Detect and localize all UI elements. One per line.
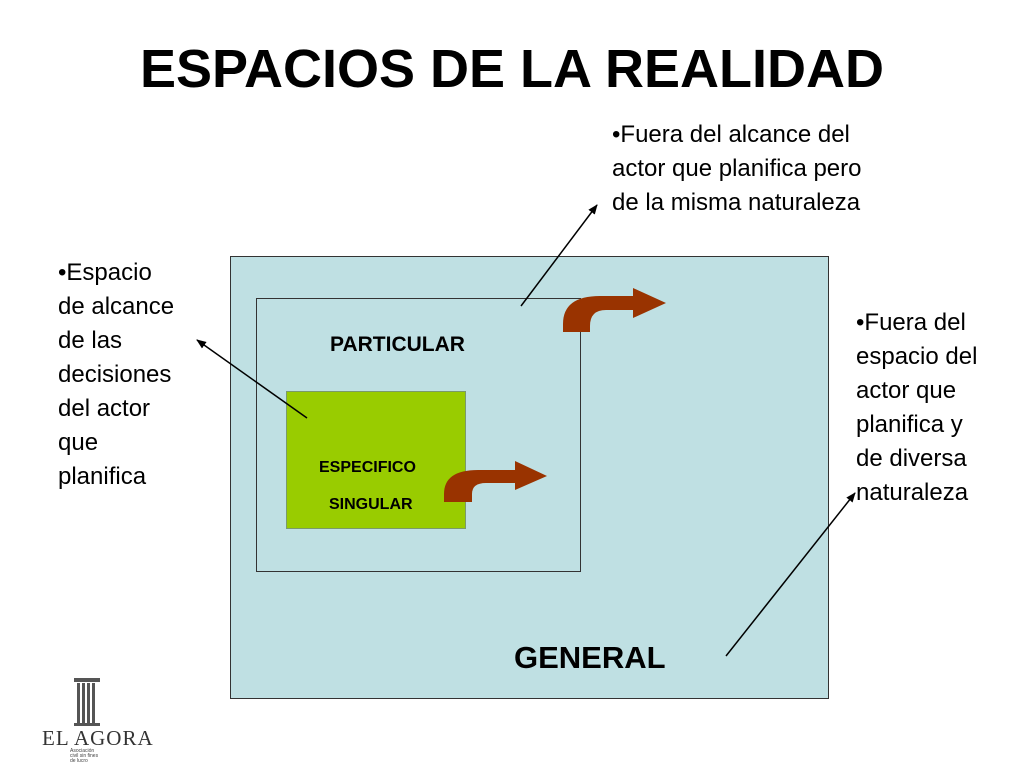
note-same-nature: •Fuera del alcance del actor que planifi… [612,118,862,220]
el-agora-logo: EL AGORA Asociación civil sin fines de l… [42,676,162,764]
note-line: de diversa [856,445,967,472]
pointer-arrow-left [196,339,308,419]
note-line: naturaleza [856,479,969,506]
logo-name: EL AGORA [42,726,154,750]
note-line: •Espacio [58,259,152,286]
particular-label: PARTICULAR [330,333,465,356]
especifico-box [286,391,466,529]
note-line: planifica [58,463,147,490]
singular-label: SINGULAR [329,496,413,513]
especifico-label: ESPECIFICO [319,459,416,476]
note-line: planifica y [856,411,963,438]
note-decision-space: •Espacio de alcance de las decisiones de… [58,256,174,494]
note-line: del actor [58,395,151,422]
pointer-arrow-top [520,204,598,307]
logo-subtitle: Asociación civil sin fines de lucro [70,749,98,764]
slide-title: ESPACIOS DE LA REALIDAD [139,39,885,99]
note-line: •Fuera del alcance del [612,121,850,148]
note-diverse-nature: •Fuera del espacio del actor que planifi… [856,306,977,510]
note-line: actor que planifica pero [612,155,862,182]
pointer-arrow-right [725,492,856,657]
note-line: decisiones [58,361,172,388]
note-line: de la misma naturaleza [612,189,861,216]
curved-arrow-especifico-icon [444,461,547,502]
note-line: que [58,429,99,456]
particular-box [256,298,581,572]
logo-subtitle-line: civil sin fines [70,753,99,759]
column-icon [74,678,100,726]
note-line: de alcance [58,293,175,320]
curved-arrow-particular-icon [563,288,666,332]
note-line: actor que [856,377,957,404]
note-line: de las [58,327,123,354]
note-line: espacio del [856,343,978,370]
general-label: GENERAL [514,640,666,675]
note-line: •Fuera del [856,309,966,336]
logo-subtitle-line: Asociación [70,748,95,754]
logo-subtitle-line: de lucro [70,758,88,764]
